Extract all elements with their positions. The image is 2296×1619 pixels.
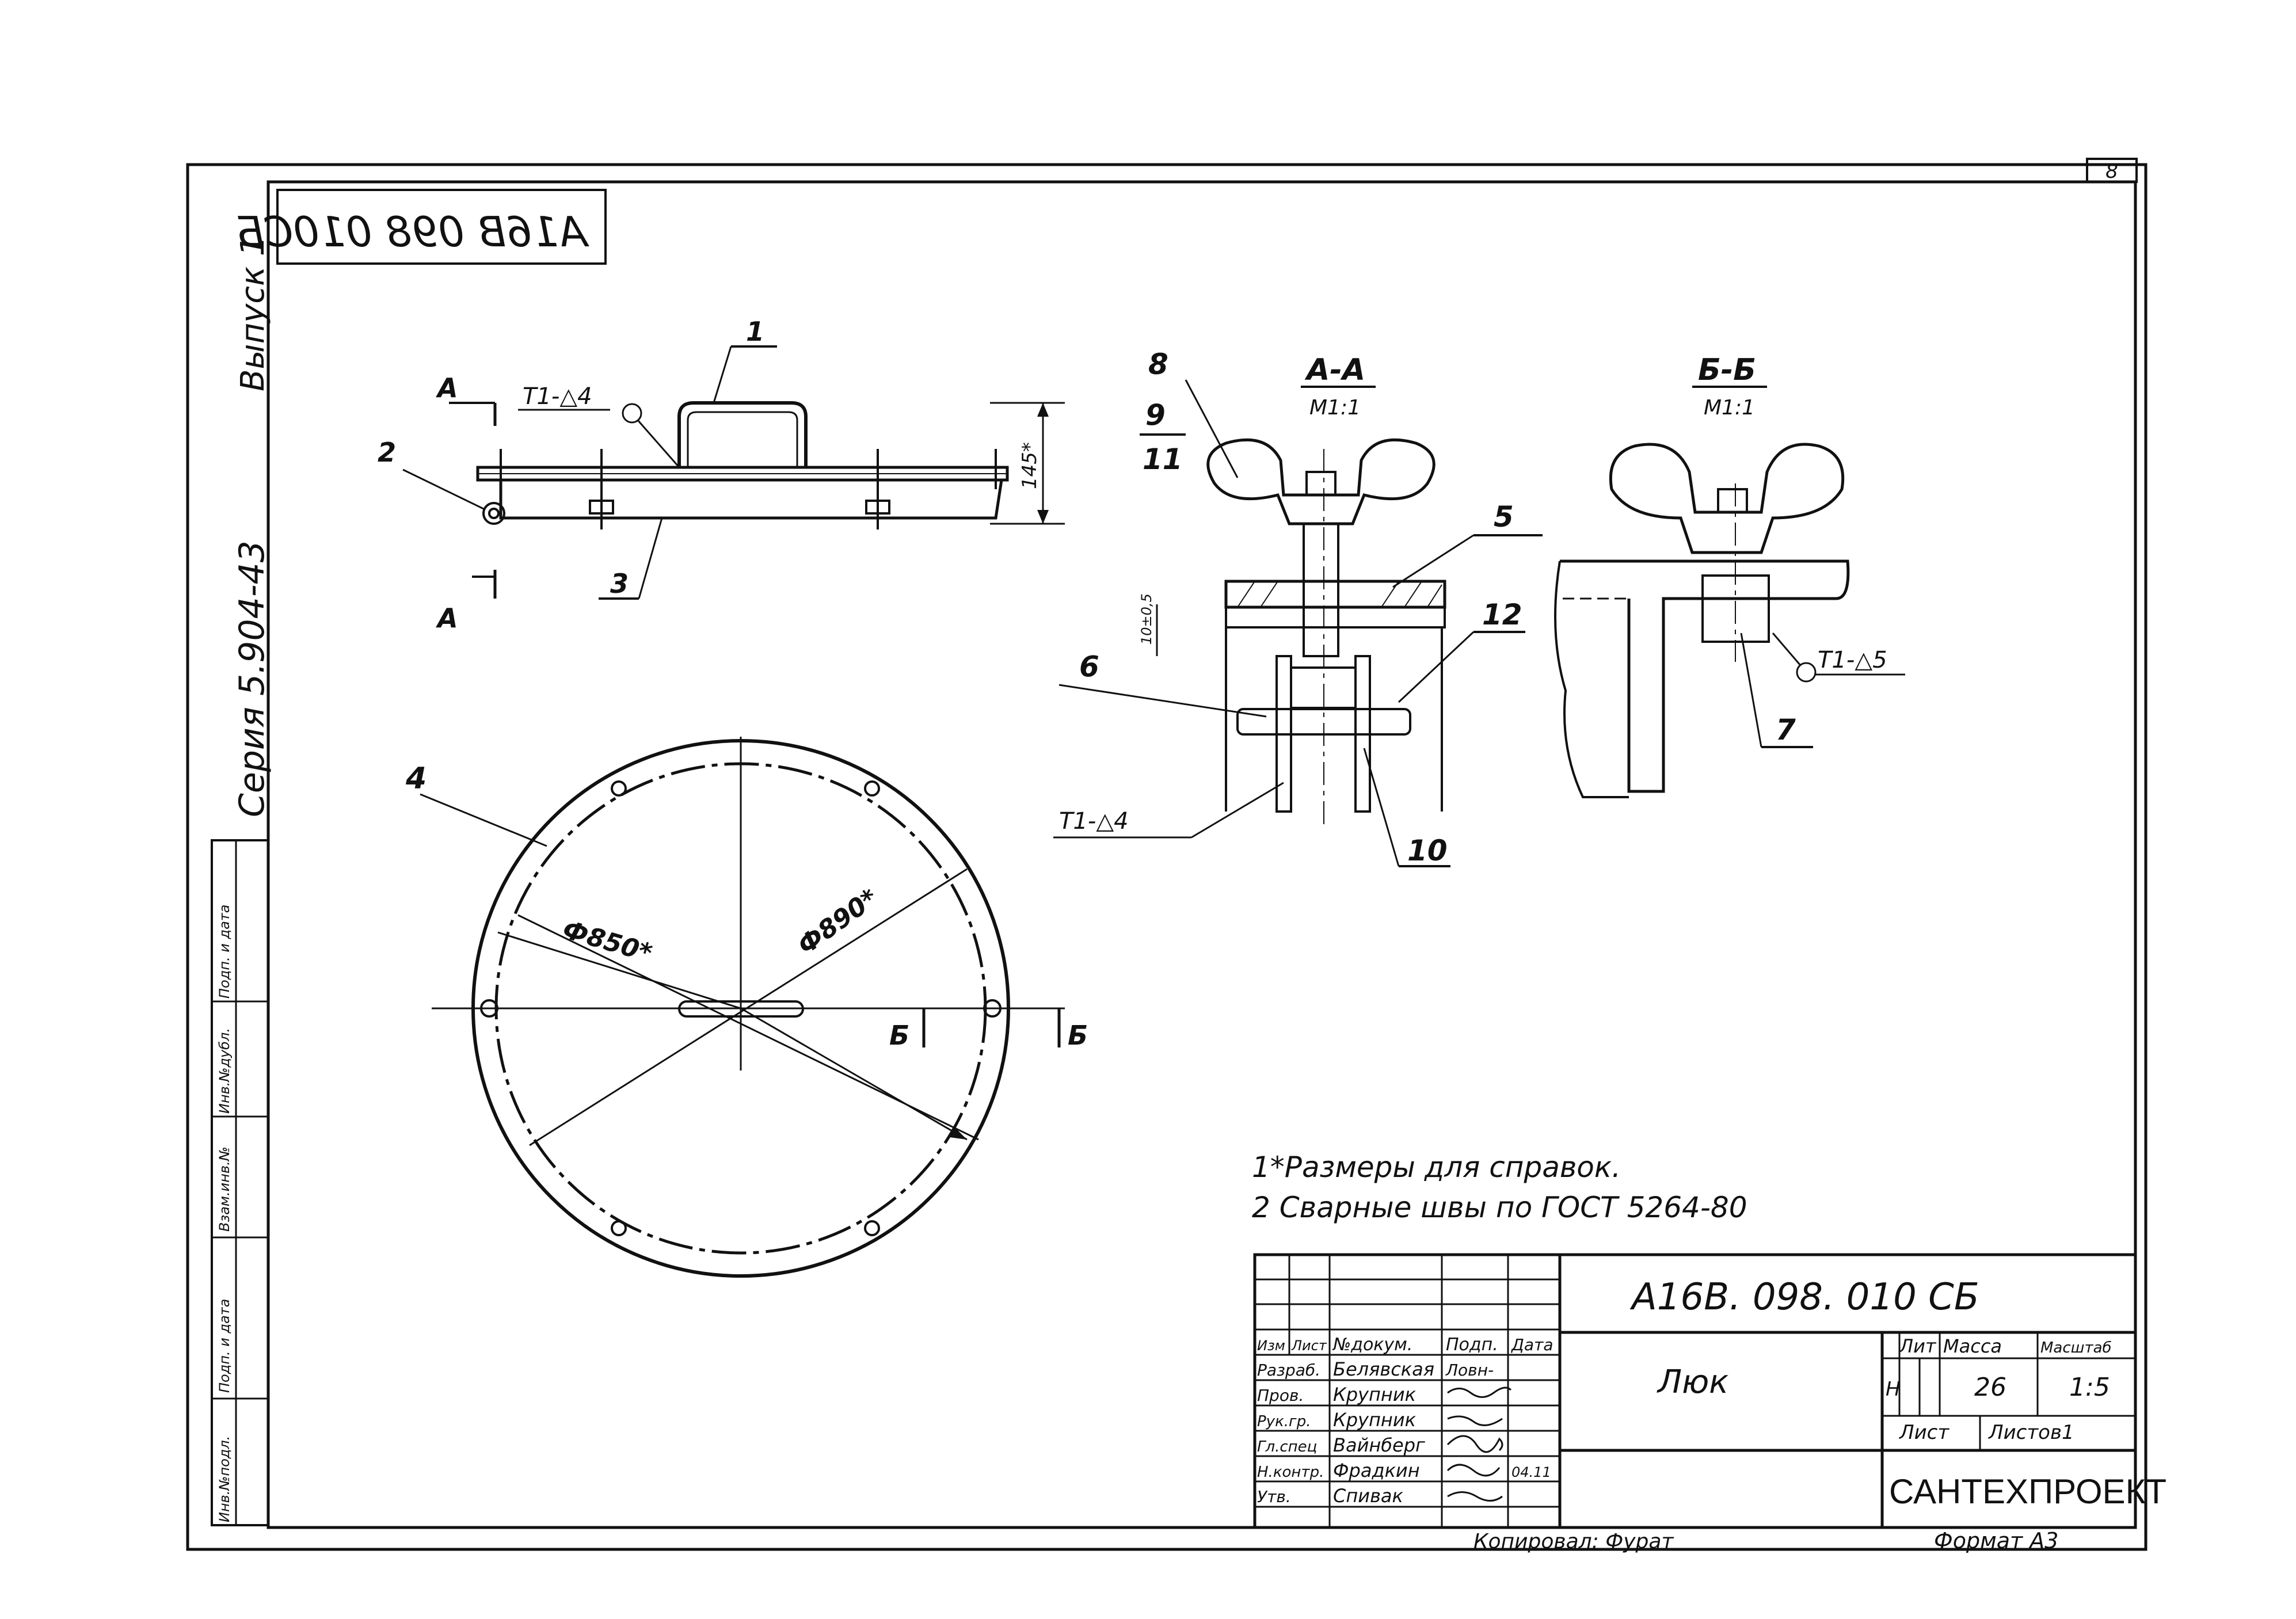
aa-weld-mark: Т1-△4 (1059, 808, 1129, 835)
section-bb: Б-Б М1:1 7 Т1-△5 (1554, 353, 1905, 798)
sheet-number: 8 (2105, 160, 2118, 183)
bb-weld-mark: Т1-△5 (1818, 647, 1887, 673)
col-list: Лист (1291, 1338, 1327, 1354)
name-razrab: Белявская (1333, 1358, 1434, 1380)
callout-8: 8 (1148, 348, 1168, 381)
section-aa: А-А М1:1 10±0,5 8 9 11 (1053, 348, 1543, 867)
col-podp: Подп. (1446, 1335, 1498, 1355)
section-b-left: Б (889, 1020, 909, 1051)
sheets-label: Листов1 (1987, 1421, 2074, 1444)
hdr-lit: Лит (1899, 1335, 1937, 1357)
format-label: Формат А3 (1934, 1528, 2058, 1553)
callout-7: 7 (1776, 713, 1796, 746)
series-label: Серия 5.904-43 (232, 540, 272, 817)
callout-2: 2 (378, 437, 396, 468)
section-bb-title: Б-Б (1698, 353, 1756, 387)
sign-razrab: Ловн- (1445, 1361, 1494, 1380)
note-2: 2 Сварные швы по ГОСТ 5264-80 (1252, 1191, 1747, 1224)
stamp-inv-podl: Инв.№подл. (216, 1436, 233, 1522)
organization: САНТЕХПРОЕКТ (1889, 1472, 2166, 1511)
mirrored-code: A16B 098 010СБ (235, 208, 589, 256)
section-aa-scale: М1:1 (1309, 396, 1361, 420)
callout-10: 10 (1407, 834, 1448, 867)
name-nkontr: Фрадкин (1333, 1460, 1420, 1481)
callout-6: 6 (1079, 650, 1099, 683)
mass-value: 26 (1974, 1373, 2006, 1402)
hdr-mass: Масса (1943, 1335, 2002, 1357)
sheet-number-box: 8 (2086, 158, 2138, 183)
section-b-right: Б (1068, 1020, 1088, 1051)
mirrored-code-box: A16B 098 010СБ (235, 189, 607, 265)
scale-value: 1:5 (2069, 1373, 2110, 1402)
col-data: Дата (1510, 1335, 1553, 1354)
title-block: Изм Лист №докум. Подп. Дата Разраб. Беля… (1253, 1253, 2166, 1529)
dia-outer-label: Ф890* (792, 883, 883, 960)
section-bb-scale: М1:1 (1704, 396, 1755, 420)
lit-value: Н (1886, 1378, 1901, 1401)
aa-thickness-dim: 10±0,5 (1139, 593, 1155, 645)
role-utv: Утв. (1257, 1487, 1291, 1506)
designation: A16B. 098. 010 СБ (1629, 1276, 1979, 1319)
role-glspec: Гл.спец (1257, 1438, 1317, 1456)
hdr-scale: Масштаб (2040, 1339, 2112, 1357)
col-dokum: №докум. (1332, 1335, 1412, 1355)
stamp-vzam-inv: Взам.инв.№ (216, 1146, 233, 1232)
cut-a-top: А (436, 372, 458, 403)
date-value: 04.11 (1511, 1464, 1551, 1480)
role-nkontr: Н.контр. (1257, 1464, 1324, 1481)
copied-by: Копировал: Фурат (1473, 1530, 1674, 1553)
plan-view: Ф850* Ф890* 4 Б Б (405, 737, 1088, 1278)
col-izm: Изм (1257, 1338, 1285, 1354)
stamp-podp-data-1: Подп. и дата (216, 1299, 233, 1393)
callout-5: 5 (1494, 500, 1514, 534)
callout-1: 1 (746, 316, 764, 347)
section-aa-title: А-А (1304, 353, 1365, 387)
product-name: Люк (1657, 1363, 1728, 1401)
callout-3: 3 (610, 568, 629, 599)
callout-11: 11 (1143, 443, 1183, 476)
front-view: 145* А А Т1-△4 1 2 3 (378, 316, 1065, 634)
stamp-inv-dubl: Инв.№дубл. (216, 1028, 233, 1114)
cut-a-bottom: А (436, 603, 458, 634)
name-prov: Крупник (1333, 1384, 1417, 1405)
callout-9: 9 (1145, 398, 1166, 432)
name-rukgr: Крупник (1333, 1409, 1417, 1431)
callout-4: 4 (405, 761, 427, 796)
role-prov: Пров. (1257, 1386, 1304, 1405)
callout-12: 12 (1482, 598, 1522, 631)
name-glspec: Вайнберг (1333, 1434, 1425, 1456)
name-utv: Спивак (1333, 1485, 1404, 1507)
note-1: 1*Размеры для справок. (1252, 1151, 1621, 1184)
role-rukgr: Рук.гр. (1257, 1413, 1311, 1430)
dia-inner-label: Ф850* (559, 915, 655, 969)
stamp-podp-data-2: Подп. и дата (216, 905, 233, 999)
front-weld-mark: Т1-△4 (523, 383, 592, 410)
role-razrab: Разраб. (1257, 1361, 1320, 1380)
front-height-dim: 145* (1018, 442, 1041, 489)
issue-label: Выпуск 1 (234, 236, 272, 391)
sheet-label: Лист (1898, 1421, 1949, 1444)
side-stamp: Инв.№подл. Подп. и дата Взам.инв.№ Инв.№… (211, 839, 269, 1526)
